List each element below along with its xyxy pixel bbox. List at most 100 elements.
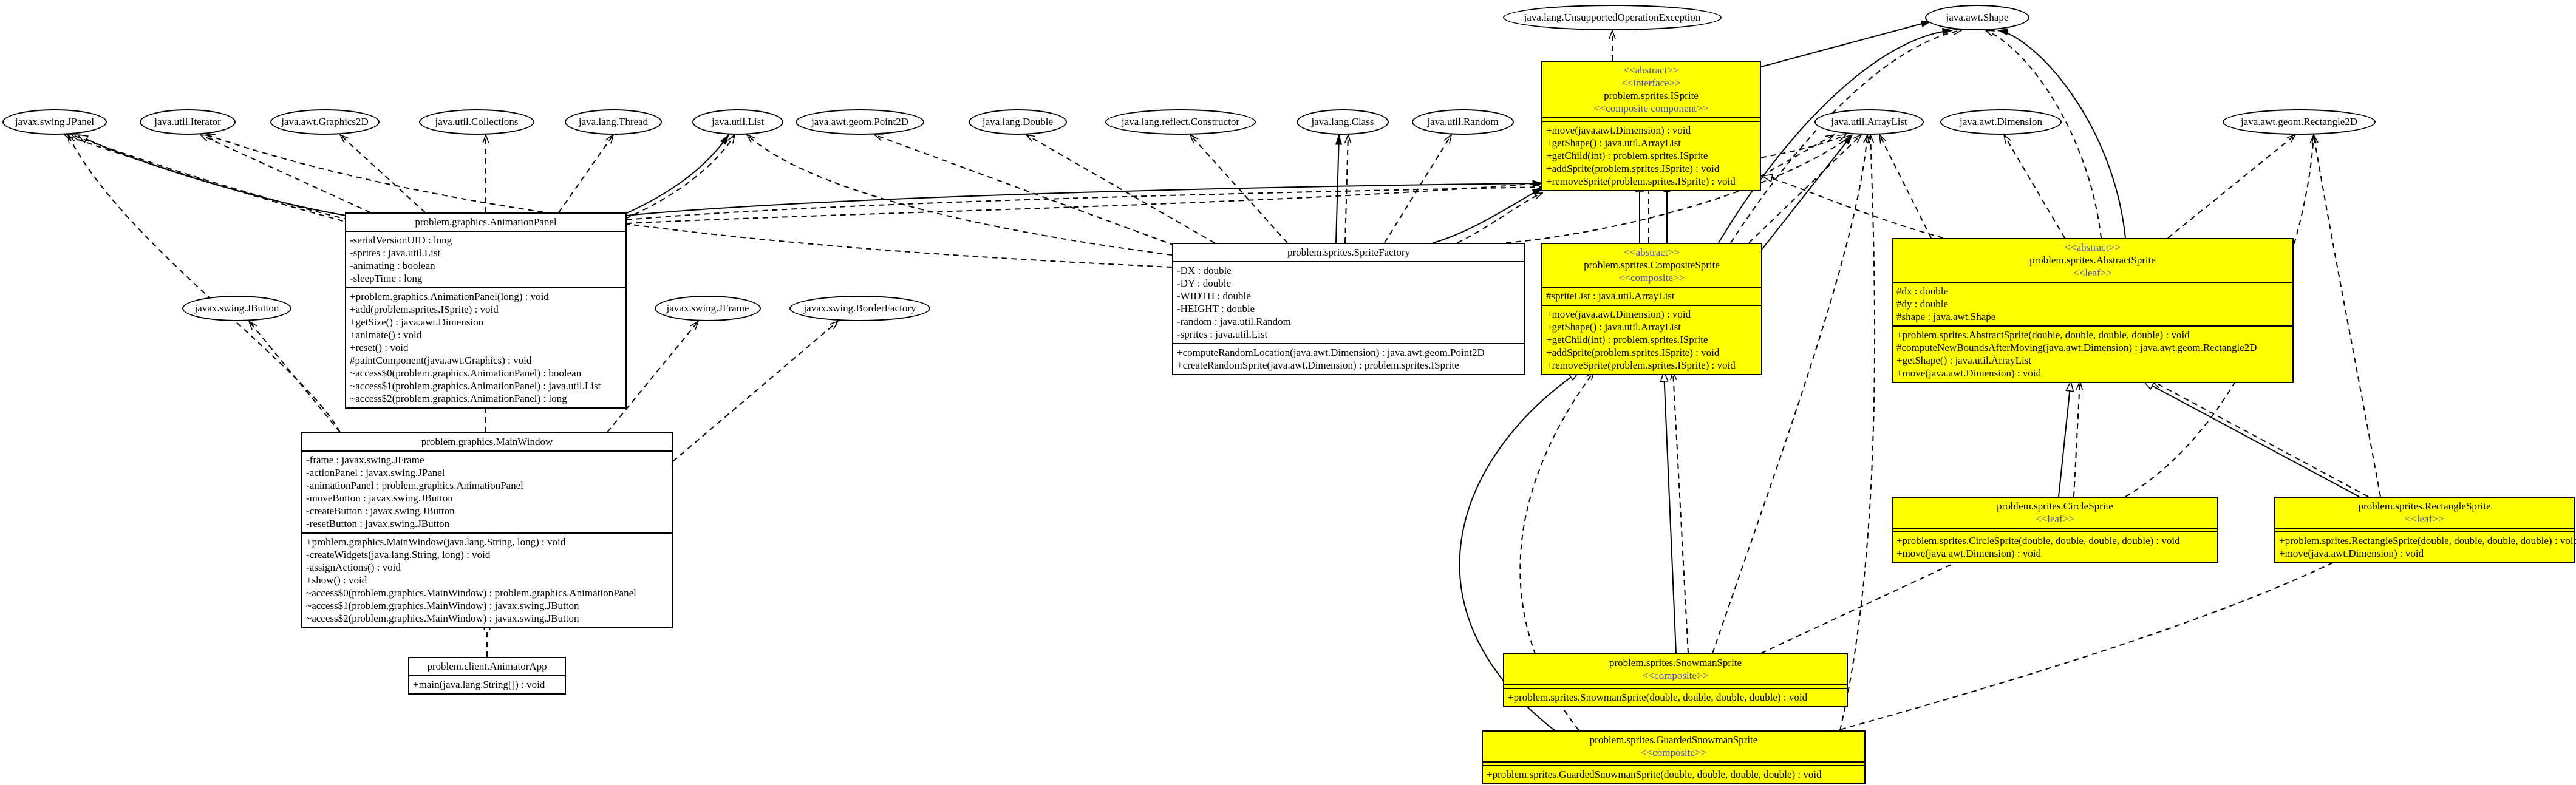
class-name: problem.sprites.GuardedSnowmanSprite [1589, 734, 1758, 746]
method-row: +problem.sprites.RectangleSprite(double,… [2279, 535, 2576, 546]
methods-section: +problem.sprites.RectangleSprite(double,… [2275, 532, 2576, 562]
class-name: problem.sprites.ISprite [1604, 90, 1699, 101]
class-animationpanel: problem.graphics.AnimationPanel -serialV… [345, 212, 627, 409]
method-row: +move(java.awt.Dimension) : void [1546, 308, 1691, 320]
methods-section: +problem.graphics.AnimationPanel(long) :… [346, 288, 625, 407]
method-row: #computeNewBoundsAfterMoving(java.awt.Di… [1896, 342, 2257, 353]
edge-factory-point2d [874, 134, 1185, 250]
class-header: <<abstract>> problem.sprites.CompositeSp… [1542, 244, 1761, 288]
stereotype-label: <<leaf>> [2405, 513, 2444, 525]
type-java-lang-thread: java.lang.Thread [565, 109, 662, 135]
edge-factory-constructor [1190, 135, 1288, 243]
edge-factory-random [1384, 135, 1451, 243]
stereotype-label: <<composite component>> [1593, 103, 1708, 114]
method-row: +problem.sprites.AbstractSprite(double, … [1896, 329, 2190, 341]
fields-section: -frame : javax.swing.JFrame -actionPanel… [302, 452, 672, 534]
method-row: +problem.graphics.AnimationPanel(long) :… [350, 291, 549, 302]
stereotype-label: <<composite>> [1618, 272, 1685, 284]
stereotype-label: <<leaf>> [2073, 267, 2112, 279]
type-javax-swing-jpanel: javax.swing.JPanel [2, 109, 107, 135]
field-row: -DY : double [1177, 277, 1232, 289]
edge-snowman-composite [1664, 372, 1677, 654]
class-name: problem.sprites.AbstractSprite [2029, 254, 2156, 266]
type-java-awt-geom-rectangle2d: java.awt.geom.Rectangle2D [2223, 109, 2376, 135]
method-row: +getShape() : java.util.ArrayList [1546, 137, 1682, 149]
edge-factory-class [1336, 135, 1339, 243]
method-row: -assignActions() : void [306, 562, 401, 573]
stereotype-label: <<interface>> [1621, 77, 1681, 89]
methods-section: +main(java.lang.String[]) : void [409, 676, 565, 693]
edge-isprite-arraylist [1760, 135, 1834, 177]
method-row: +addSprite(problem.sprites.ISprite) : vo… [1546, 163, 1720, 174]
method-row: +removeSprite(problem.sprites.ISprite) :… [1546, 359, 1736, 371]
methods-section: +move(java.awt.Dimension) : void +getSha… [1542, 306, 1761, 374]
field-row: -animating : boolean [350, 260, 435, 271]
field-row: -animationPanel : problem.graphics.Anima… [306, 480, 523, 491]
method-row: +animate() : void [350, 329, 422, 341]
edge-rect-rect2d [2314, 135, 2381, 497]
edge-abstract-dimension [2004, 135, 2065, 239]
stereotype-label: <<composite>> [1642, 670, 1709, 681]
edge-abstract-isprite [1762, 176, 1944, 239]
stereotype-label: <<abstract>> [1623, 64, 1679, 76]
class-name: problem.sprites.CircleSprite [1997, 500, 2113, 512]
type-java-awt-shape: java.awt.Shape [1925, 5, 2029, 30]
class-animatorapp: problem.client.AnimatorApp +main(java.la… [408, 657, 566, 695]
edge-panel-iterator [200, 135, 371, 213]
method-row: ~access$0(problem.graphics.AnimationPane… [350, 367, 582, 379]
class-name: problem.graphics.AnimationPanel [415, 216, 557, 228]
type-java-util-iterator: java.util.Iterator [140, 109, 236, 135]
field-row: #shape : java.awt.Shape [1896, 311, 1996, 322]
field-row: -random : java.util.Random [1177, 316, 1291, 327]
type-java-awt-dimension: java.awt.Dimension [1940, 109, 2062, 135]
class-rectanglesprite: problem.sprites.RectangleSprite <<leaf>>… [2274, 497, 2576, 563]
field-row: #dy : double [1896, 298, 1948, 310]
type-java-awt-graphics2d: java.awt.Graphics2D [270, 109, 380, 135]
method-row: +main(java.lang.String[]) : void [413, 679, 545, 690]
methods-section: +problem.sprites.CircleSprite(double, do… [1893, 532, 2217, 562]
class-compositesprite: <<abstract>> problem.sprites.CompositeSp… [1541, 243, 1762, 375]
method-row: -createWidgets(java.lang.String, long) :… [306, 549, 491, 560]
fields-section [1504, 685, 1847, 689]
method-row: +removeSprite(problem.sprites.ISprite) :… [1546, 175, 1736, 187]
fields-section [1542, 118, 1760, 122]
class-header: <<abstract>> problem.sprites.AbstractSpr… [1893, 239, 2292, 283]
method-row: +move(java.awt.Dimension) : void [1896, 548, 2042, 559]
field-row: -sleepTime : long [350, 273, 423, 284]
class-mainwindow: problem.graphics.MainWindow -frame : jav… [301, 432, 673, 628]
method-row: ~access$2(problem.graphics.AnimationPane… [350, 393, 567, 404]
field-row: -createButton : javax.swing.JButton [306, 505, 455, 517]
class-header: problem.sprites.GuardedSnowmanSprite <<c… [1483, 732, 1864, 763]
method-row: +getShape() : java.util.ArrayList [1896, 355, 2032, 366]
method-row: +move(java.awt.Dimension) : void [2279, 548, 2424, 559]
class-header: problem.graphics.MainWindow [302, 433, 672, 452]
edge-snowman-composite-2 [1673, 372, 1689, 654]
methods-section: +problem.sprites.GuardedSnowmanSprite(do… [1483, 766, 1864, 783]
edge-guarded-rect [1821, 551, 2356, 735]
field-row: #dx : double [1896, 285, 1948, 297]
edge-rect-abstract [2144, 381, 2360, 497]
method-row: +show() : void [306, 574, 367, 586]
class-header: problem.sprites.RectangleSprite <<leaf>> [2275, 498, 2574, 529]
edge-panel-jpanel-2 [72, 134, 350, 220]
method-row: +problem.sprites.GuardedSnowmanSprite(do… [1487, 769, 1822, 780]
method-row: +move(java.awt.Dimension) : void [1546, 124, 1691, 136]
fields-section [1893, 529, 2217, 532]
edge-circle-abstract-2 [2073, 381, 2080, 497]
edge-abstract-shape-2 [1986, 30, 2102, 239]
field-row: -sprites : java.util.List [1177, 328, 1268, 340]
class-snowmansprite: problem.sprites.SnowmanSprite <<composit… [1503, 653, 1848, 707]
field-row: -DX : double [1177, 265, 1232, 276]
edge-panel-jpanel-3 [64, 134, 353, 224]
methods-section: +computeRandomLocation(java.awt.Dimensio… [1173, 344, 1524, 374]
class-name: problem.sprites.SnowmanSprite [1609, 657, 1742, 668]
edge-snowman-arraylist [1712, 135, 1867, 654]
class-name: problem.sprites.RectangleSprite [2358, 500, 2491, 512]
edge-composite-shape [1718, 30, 1952, 243]
edge-factory-arraylist [1505, 135, 1852, 243]
edge-panel-list-2 [625, 135, 735, 219]
methods-section: +problem.sprites.SnowmanSprite(double, d… [1504, 689, 1847, 706]
method-row: +computeRandomLocation(java.awt.Dimensio… [1177, 347, 1485, 358]
method-row: +createRandomSprite(java.awt.Dimension) … [1177, 359, 1459, 371]
